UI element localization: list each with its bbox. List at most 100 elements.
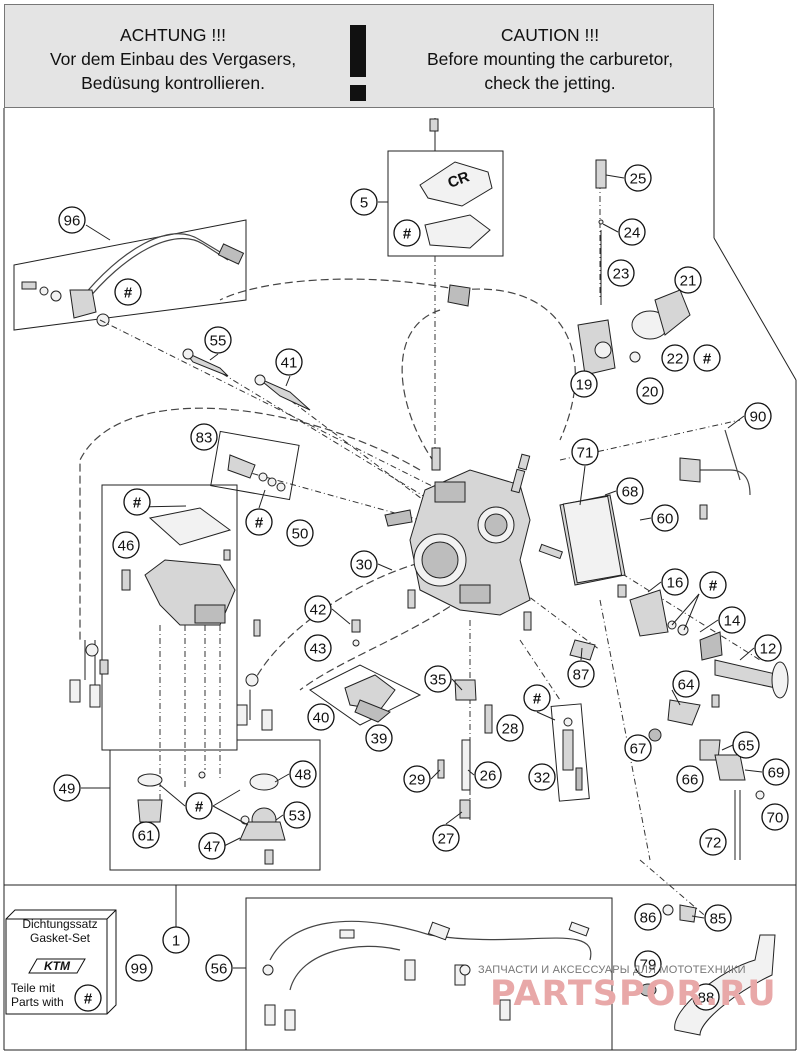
gasket-marker: # [245,508,273,536]
callout-number: 83 [196,430,213,447]
callout-21: 21 [674,266,702,294]
gasket-set-box: Dichtungssatz Gasket-Set KTM Teile mit P… [5,909,117,1015]
callout-41: 41 [275,348,303,376]
callout-53: 53 [283,801,311,829]
callout-circle [424,665,452,693]
accelerator-pump-group [577,159,691,376]
gasket-marker-circle [393,219,421,247]
callout-number: 25 [630,171,647,188]
callout-number: 12 [760,641,777,658]
callout-circle [289,760,317,788]
callout-number: 22 [667,351,684,368]
callout-47: 47 [198,832,226,860]
callout-number: 90 [750,409,767,426]
callout-90: 90 [744,402,772,430]
throttle-sensor-group [309,619,422,726]
callout-leaders [81,174,763,969]
callout-1: 1 [162,926,190,954]
callout-87: 87 [567,660,595,688]
exclamation-icon [350,25,366,101]
gasket-marker: # [523,684,551,712]
callout-number: 32 [534,770,551,787]
callout-number: 43 [310,641,327,658]
callout-circle [528,763,556,791]
callout-42: 42 [304,595,332,623]
drain-parts [639,904,776,1036]
callout-number: 66 [682,772,699,789]
callout-40: 40 [307,703,335,731]
gasket-marker-symbol: # [255,515,264,532]
callout-61: 61 [132,821,160,849]
callout-circle [112,531,140,559]
callout-50: 50 [286,519,314,547]
callout-49: 49 [53,774,81,802]
cable-96-group [13,219,247,331]
gasket-marker: # [123,488,151,516]
callout-number: 64 [678,677,695,694]
callout-circle [634,903,662,931]
callout-number: 27 [438,831,455,848]
callout-12: 12 [754,634,782,662]
callout-number: 24 [624,225,641,242]
warning-title-english: CAUTION !!! [500,25,600,45]
callout-number: 67 [630,741,647,758]
callout-22: 22 [661,344,689,372]
gasket-marker-circle [699,571,727,599]
callout-number: 39 [371,731,388,748]
callout-28: 28 [496,714,524,742]
callout-number: 30 [356,557,373,574]
callout-circle [661,344,689,372]
callout-number: 41 [281,355,298,372]
callout-number: 56 [211,961,228,978]
callout-circle [205,954,233,982]
gasket-marker-circle [123,488,151,516]
callout-48: 48 [289,760,317,788]
callout-number: 29 [409,772,426,789]
callout-39: 39 [365,724,393,752]
callout-number: 1 [172,933,180,950]
callout-number: 5 [360,195,368,212]
callout-69: 69 [762,758,790,786]
callout-circle [634,950,662,978]
callout-number: 47 [204,839,221,856]
gasket-marker: # [114,278,142,306]
choke-lever-group [648,694,765,860]
gasket-marker-circle [114,278,142,306]
callout-number: 61 [138,828,155,845]
callout-number: 49 [59,781,76,798]
callout-number: 50 [292,526,309,543]
gasket-marker-circle [693,344,721,372]
gasket-marker-layer: ######## [114,219,727,820]
gasket-marker-circle [245,508,273,536]
callout-55: 55 [204,326,232,354]
callout-number: 26 [480,768,497,785]
callout-25: 25 [624,164,652,192]
warning-line2-english: check the jetting. [484,73,616,93]
callout-56: 56 [205,954,233,982]
callout-circle [761,803,789,831]
gasket-marker-symbol: # [533,691,542,708]
callout-35: 35 [424,665,452,693]
callout-circle [58,206,86,234]
warning-text-english: CAUTION !!! Before mounting the carburet… [400,23,700,95]
callout-number: 21 [680,273,697,290]
callout-24: 24 [618,218,646,246]
gasket-box-hash-marker: # [74,984,102,1012]
gasket-box-line1: Dichtungssatz [22,917,98,931]
gasket-box-line4: Parts with [11,995,64,1009]
callout-circle [432,824,460,852]
gasket-marker-circle [185,792,213,820]
callout-5: 5 [350,188,378,216]
callout-85: 85 [704,904,732,932]
float-bowl-group [101,484,321,871]
callout-circle [624,164,652,192]
gasket-marker: # [185,792,213,820]
callout-circle [275,348,303,376]
callout-46: 46 [112,531,140,559]
callout-circle [699,828,727,856]
callout-circle [624,734,652,762]
callout-23: 23 [607,259,635,287]
callout-circle [762,758,790,786]
callout-circle [304,634,332,662]
carburetor-body [384,447,626,616]
